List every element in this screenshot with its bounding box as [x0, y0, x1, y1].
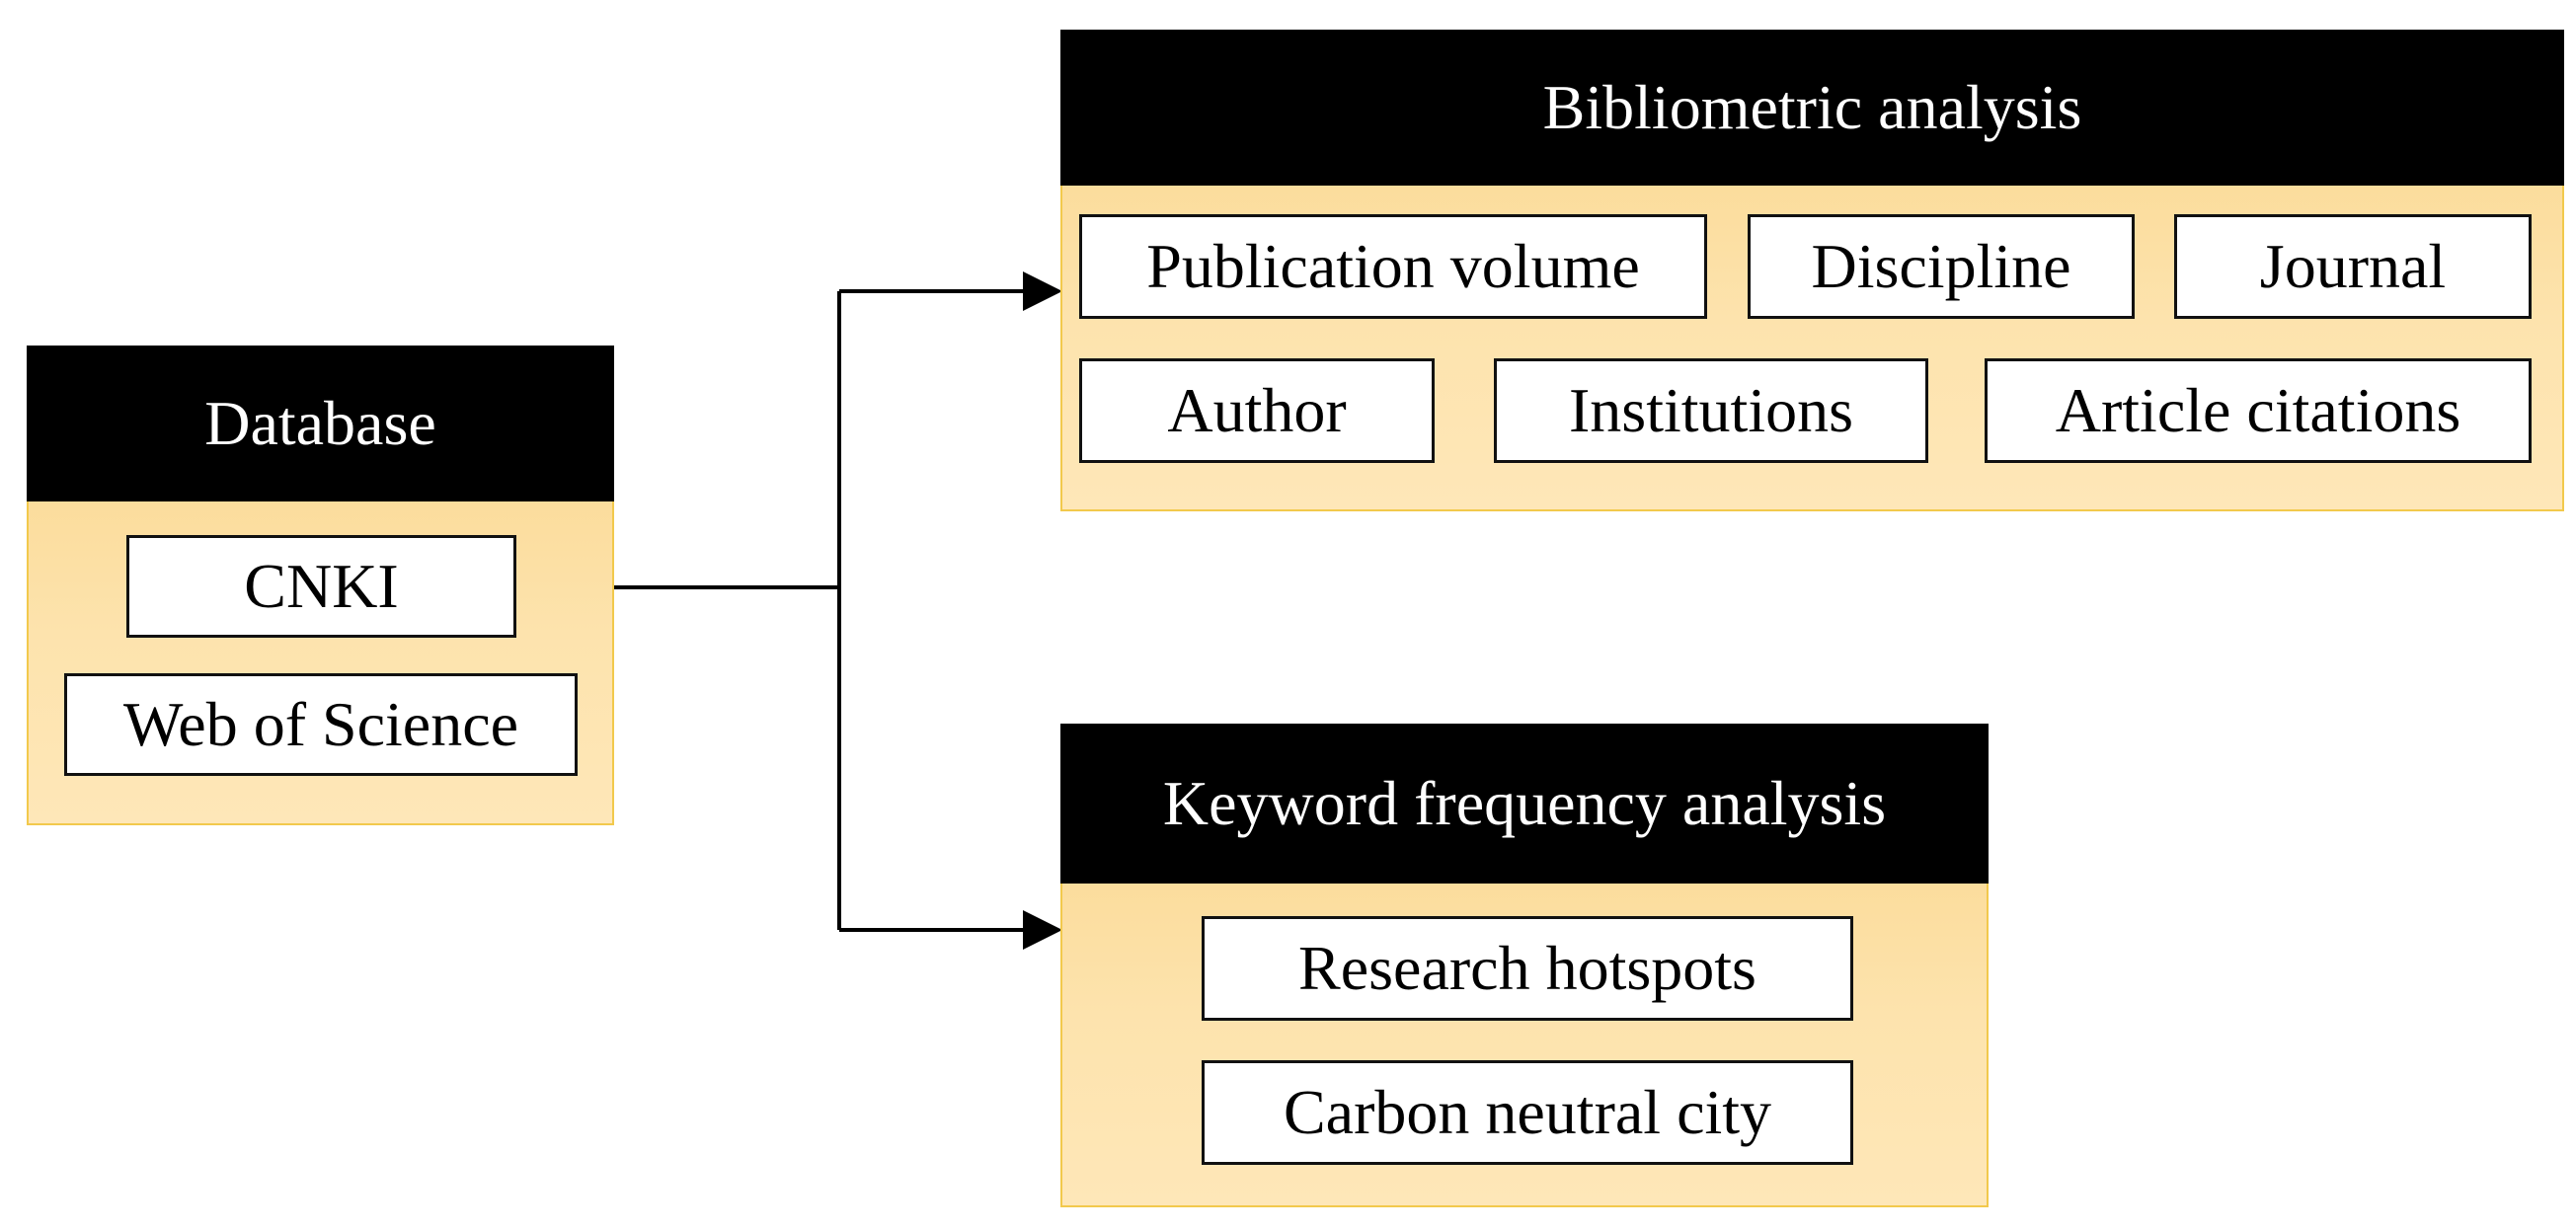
bibliometric-item-article-citations: Article citations	[1985, 358, 2532, 463]
bibliometric-analysis-title: Bibliometric analysis	[1060, 30, 2564, 186]
bibliometric-item-author: Author	[1079, 358, 1435, 463]
bibliometric-analysis-panel: Bibliometric analysis Publication volume…	[1060, 30, 2564, 511]
database-title: Database	[27, 346, 614, 501]
database-panel: Database CNKI Web of Science	[27, 346, 614, 825]
keyword-frequency-analysis-title: Keyword frequency analysis	[1060, 724, 1989, 884]
keyword-item-carbon-neutral-city: Carbon neutral city	[1202, 1060, 1853, 1165]
database-item-cnki: CNKI	[126, 535, 516, 638]
bibliometric-item-journal: Journal	[2174, 214, 2532, 319]
bibliometric-item-publication-volume: Publication volume	[1079, 214, 1707, 319]
bibliometric-item-institutions: Institutions	[1494, 358, 1928, 463]
database-item-web-of-science: Web of Science	[64, 673, 578, 776]
keyword-item-research-hotspots: Research hotspots	[1202, 916, 1853, 1021]
keyword-frequency-analysis-panel: Keyword frequency analysis Research hots…	[1060, 724, 1989, 1207]
bibliometric-item-discipline: Discipline	[1748, 214, 2135, 319]
